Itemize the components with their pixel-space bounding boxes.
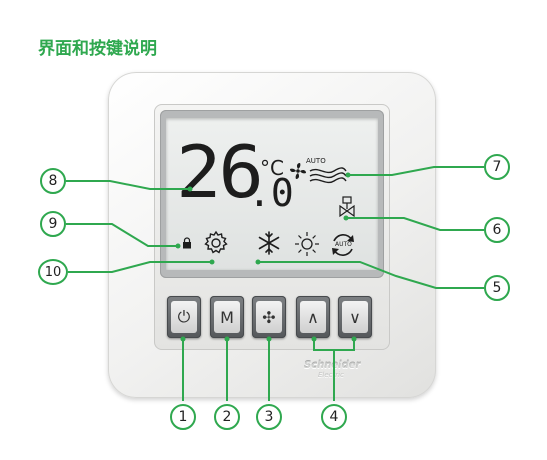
airflow-icon [309, 167, 347, 184]
chevron-up-icon: ∧ [300, 301, 326, 333]
brand-logo-sub: Electric [318, 371, 344, 379]
sun-icon [295, 232, 319, 256]
chevron-down-icon: ∨ [342, 301, 368, 333]
fan-button-icon: ✣ [256, 301, 282, 333]
temperature-decimal: .0 [248, 171, 294, 215]
fan-auto-label: AUTO [306, 157, 326, 165]
fan-button[interactable]: ✣ [252, 296, 286, 338]
down-button[interactable]: ∨ [338, 296, 372, 338]
lock-icon [183, 237, 191, 249]
callout-7: 7 [484, 154, 510, 180]
mode-icon: M [214, 301, 240, 333]
callout-2: 2 [214, 404, 240, 430]
callout-4: 4 [321, 404, 347, 430]
callout-8: 8 [40, 168, 66, 194]
temperature-integer: 26 [176, 130, 264, 214]
callout-5: 5 [484, 275, 510, 301]
snowflake-icon [258, 231, 280, 255]
page-title: 界面和按键说明 [38, 39, 157, 59]
callout-1: 1 [170, 404, 196, 430]
auto-cycle-icon [332, 234, 354, 256]
up-button[interactable]: ∧ [296, 296, 330, 338]
callout-10: 10 [38, 259, 68, 285]
valve-icon [339, 196, 355, 218]
mode-button[interactable]: M [210, 296, 244, 338]
callout-3: 3 [256, 404, 282, 430]
temperature-unit: °C [260, 156, 284, 180]
fan-icon [290, 163, 306, 179]
callout-6: 6 [484, 217, 510, 243]
power-icon: ⏻ [171, 301, 197, 333]
callout-9: 9 [40, 211, 66, 237]
power-button[interactable]: ⏻ [167, 296, 201, 338]
gear-icon [204, 230, 228, 254]
cycle-auto-label: AUTO [335, 241, 352, 248]
brand-logo: Schneider [304, 360, 361, 371]
